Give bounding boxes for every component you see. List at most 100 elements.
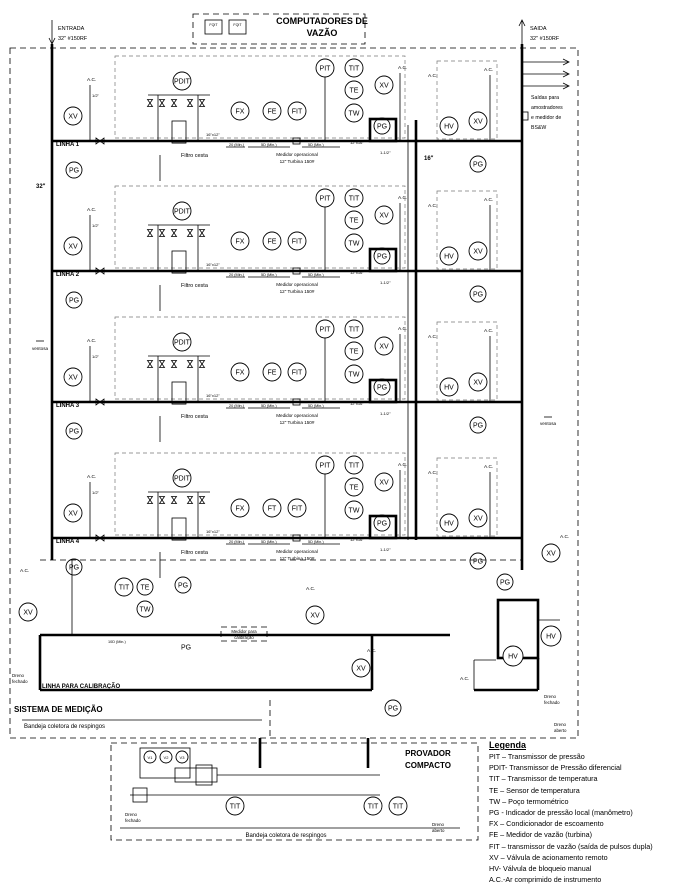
legend-item: PG - Indicador de pressão local (manômet…	[489, 807, 675, 818]
dim-label: 5D (Min.)	[261, 404, 277, 408]
valve-symbol	[188, 497, 193, 504]
valve-symbol	[160, 497, 165, 504]
dreno-label: Dreno	[554, 722, 567, 727]
hv-tag: HV	[444, 521, 454, 528]
ac-label: A.C.	[484, 464, 493, 470]
dim-label: 20 (Min.)	[229, 404, 245, 408]
legend-item: TW – Poço termométrico	[489, 796, 675, 807]
dim-label: 1/2"	[92, 490, 100, 495]
dim-label: 1-1/2"	[380, 280, 391, 285]
pg-tag: PG	[377, 385, 387, 392]
dim-label: 5D (Min.)	[261, 540, 277, 544]
bandeja-prover: Bandeja coletora de respingos	[245, 833, 326, 839]
dim-label: 12"x16"	[350, 140, 364, 145]
legend-item: PDIT- Transmissor de Pressão diferencial	[489, 762, 675, 773]
pdit-tag: PDIT	[174, 79, 191, 86]
valve-symbol	[148, 361, 153, 368]
pg-tag: PG	[473, 162, 483, 169]
sistema-medicao: SISTEMA DE MEDIÇÃO	[14, 705, 103, 714]
valve-symbol	[172, 230, 177, 237]
provador-title: PROVADOR	[405, 749, 451, 758]
line-label: LINHA 2	[56, 272, 80, 278]
medidor-label: Medidor operacional	[276, 152, 318, 157]
dim-label: 20 (Min.)	[229, 143, 245, 147]
filtro-label: Filtro cesta	[181, 153, 209, 159]
te-tag: TE	[350, 88, 359, 95]
hv-tag: HV	[508, 654, 518, 661]
pg-tag: PG	[473, 292, 483, 299]
xv-tag: XV	[379, 213, 389, 220]
title-line-1: COMPUTADORES DE	[276, 16, 368, 26]
tw-tag: TW	[140, 607, 151, 614]
xv-tag: XV	[68, 244, 78, 251]
pdit-tag: PDIT	[174, 476, 191, 483]
line-label: LINHA 4	[56, 539, 80, 545]
tit-tag: TIT	[368, 804, 379, 811]
dreno-label: Dreno	[125, 812, 138, 817]
dim-label: 12"x16"	[350, 537, 364, 542]
dreno-label: Dreno	[432, 822, 445, 827]
pg-tag: PG	[377, 124, 387, 131]
tit-tag: TIT	[349, 196, 360, 203]
ac-label: A.C.	[428, 334, 437, 340]
entrada-spec: 32" #150RF	[58, 36, 88, 42]
dim-label: 16"x12"	[206, 132, 220, 137]
fx-tag: FX	[236, 370, 245, 377]
dim-label: 1-1/2"	[380, 150, 391, 155]
dim-label: 1-1/2"	[380, 547, 391, 552]
valve-symbol	[172, 100, 177, 107]
xv-tag: XV	[546, 551, 556, 558]
tit-tag: TIT	[393, 804, 404, 811]
pit-tag: PIT	[320, 463, 332, 470]
pit-tag: PIT	[320, 327, 332, 334]
piping-diagram: FQIT FQIT COMPUTADORES DE VAZÃO ENTRADA 32" #…	[0, 0, 678, 867]
fx-tag: FX	[236, 239, 245, 246]
fqit-label: FQIT	[209, 23, 218, 27]
small-valve-label: V2	[164, 755, 170, 760]
valve-symbol	[188, 100, 193, 107]
dreno-label: aberto	[432, 828, 445, 833]
bandeja-label: Bandeja coletora de respingos	[24, 724, 105, 730]
legend-item: PIT – Transmissor de pressão	[489, 751, 675, 762]
fe-tag: FE	[268, 109, 277, 116]
dim-label: 5D (Min.)	[261, 143, 277, 147]
linha-calibracao: LINHA PARA CALIBRAÇÃO	[42, 683, 120, 690]
dim-label: 12"x16"	[350, 270, 364, 275]
dim-label: 16"x12"	[206, 262, 220, 267]
valve-symbol	[188, 230, 193, 237]
saidas-note: Saídas para	[531, 95, 559, 101]
medidor-label: 12" Turbina 150#	[280, 289, 315, 294]
pg-tag: PG	[473, 423, 483, 430]
ac-label: A.C.	[87, 474, 96, 480]
fe-tag: FE	[268, 239, 277, 246]
entrada-label: ENTRADA	[58, 26, 85, 32]
hv-tag: HV	[444, 254, 454, 261]
medidor-label: Medidor operacional	[276, 549, 318, 554]
fit-tag: FIT	[292, 370, 303, 377]
pg-tag: PG	[388, 706, 398, 713]
filtro-label: Filtro cesta	[181, 550, 209, 556]
legend-item: FX – Condicionador de escoamento	[489, 818, 675, 829]
tw-tag: TW	[349, 508, 360, 515]
xv-tag: XV	[473, 119, 483, 126]
dim-label: 20 (Min.)	[229, 273, 245, 277]
diagram-canvas: FQIT FQIT COMPUTADORES DE VAZÃO ENTRADA 32" #…	[0, 0, 678, 867]
xv-tag: XV	[379, 344, 389, 351]
dim-label: 5D (Min.)	[308, 143, 324, 147]
saidas-note: amostradores	[531, 105, 563, 111]
ac-label: A.C.	[87, 77, 96, 83]
dim-label: 5D (Min.)	[308, 540, 324, 544]
dim-label: 5D (Min.)	[308, 273, 324, 277]
legend-item: TIT – Transmissor de temperatura	[489, 773, 675, 784]
ac-label: A.C.	[87, 207, 96, 213]
hv-tag: HV	[444, 385, 454, 392]
dim-label: 1/2"	[92, 354, 100, 359]
ac-label: A.C.	[398, 195, 407, 201]
ac-label: A.C.	[484, 197, 493, 203]
dreno-label: Dreno	[12, 673, 25, 678]
line-label: LINHA 1	[56, 142, 80, 148]
title-line-2: VAZÃO	[307, 28, 338, 38]
fqit-label: FQIT	[233, 23, 242, 27]
dreno-label: Dreno	[544, 694, 557, 699]
hv-tag: HV	[444, 124, 454, 131]
